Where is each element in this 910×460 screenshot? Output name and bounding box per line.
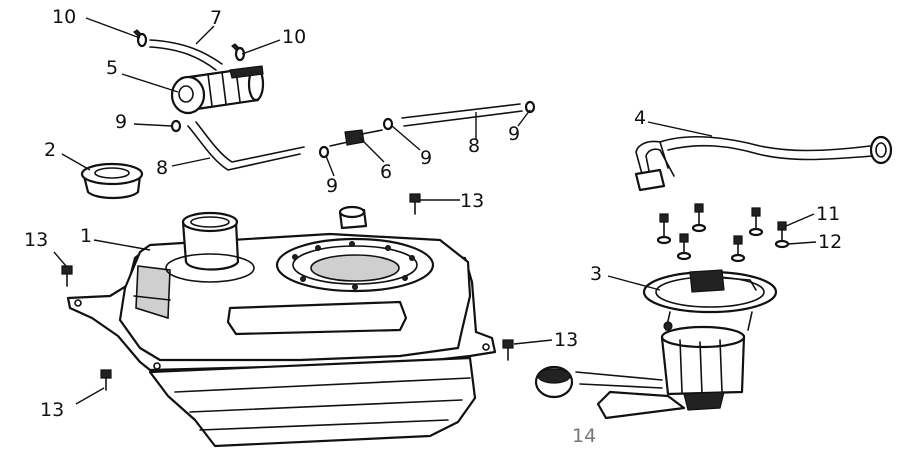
callout-4: 4 [634, 107, 646, 129]
callout-8-right: 8 [468, 135, 480, 157]
callout-10-left: 10 [52, 6, 76, 28]
pump-bolts [656, 203, 790, 263]
callout-14: 14 [572, 425, 596, 447]
tank-bolts [61, 193, 514, 391]
fuel-line [634, 135, 893, 192]
callout-3: 3 [590, 263, 602, 285]
hose-clamps-10 [133, 29, 246, 62]
callout-13-top: 13 [460, 190, 484, 212]
callout-13-left: 13 [24, 229, 48, 251]
callout-9-b: 9 [326, 175, 338, 197]
callout-9-c: 9 [420, 147, 432, 169]
callout-numbers: 10 7 10 5 9 2 8 9 6 9 8 9 4 13 11 1 13 1… [24, 6, 842, 447]
callout-11: 11 [816, 203, 840, 225]
callout-1: 1 [80, 225, 92, 247]
callout-13-right: 13 [554, 329, 578, 351]
callout-8-left: 8 [156, 157, 168, 179]
callout-10-right: 10 [282, 26, 306, 48]
rollover-valve [329, 129, 383, 147]
fuel-strainer [534, 365, 686, 420]
hose-7 [149, 39, 223, 71]
hose-clamps-9 [170, 100, 536, 159]
callout-13-bottom: 13 [40, 399, 64, 421]
callout-9-d: 9 [508, 123, 520, 145]
callout-7: 7 [210, 7, 222, 29]
leader-lines [53, 17, 817, 405]
hose-8-right [401, 103, 523, 127]
callout-5: 5 [106, 57, 118, 79]
callout-9-a: 9 [115, 111, 127, 133]
callout-12: 12 [818, 231, 842, 253]
callout-6: 6 [380, 161, 392, 183]
filler-cap [80, 162, 144, 200]
callout-2: 2 [44, 139, 56, 161]
charcoal-canister [170, 65, 265, 115]
fuel-pump-assembly [642, 269, 778, 411]
hose-8-left [187, 121, 305, 171]
fuel-tank [66, 205, 497, 448]
